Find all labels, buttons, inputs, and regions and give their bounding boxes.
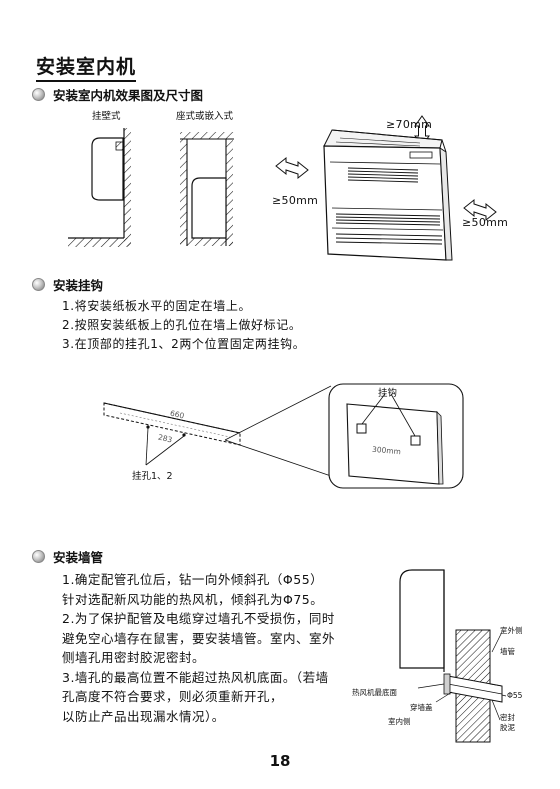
display-panel xyxy=(409,151,433,159)
hook-label: 挂钩 xyxy=(378,388,398,399)
page-title: 安装室内机 xyxy=(36,52,137,82)
magnified-detail xyxy=(224,383,464,489)
label-seal-1: 密封 xyxy=(500,713,515,722)
section-heading-hooks: 安装挂钩 xyxy=(32,275,103,294)
caption-wall-mounted: 挂壁式 xyxy=(92,111,121,122)
pipe-line-6: 3.墙孔的最高位置不能超过热风机底面。（若墙 xyxy=(62,669,329,685)
hook-step-3: 3.在顶部的挂孔1、2两个位置固定两挂钩。 xyxy=(62,337,306,351)
label-wall-cover: 穿墙盖 xyxy=(410,703,433,712)
clearance-arrow-right xyxy=(463,198,497,222)
unit-body xyxy=(323,129,453,261)
section-heading-text: 安装室内机效果图及尺寸图 xyxy=(53,88,204,103)
pipe-line-2: 针对选配新风功能的热风机，倾斜孔为Φ75。 xyxy=(62,591,324,607)
label-wall-pipe: 墙管 xyxy=(500,647,515,656)
hook-step-2: 2.按照安装纸板上的孔位在墙上做好标记。 xyxy=(62,318,302,332)
pipe-line-1: 1.确定配管孔位后，钻一向外倾斜孔（Φ55） xyxy=(62,572,324,587)
pipe-line-8: 以防止产品出现漏水情况）。 xyxy=(62,708,225,724)
wall-pipe-diagram xyxy=(399,569,507,743)
pipe-line-7: 孔高度不符合要求，则必须重新开孔， xyxy=(62,689,284,704)
label-seal-2: 胶泥 xyxy=(500,723,515,732)
indoor-unit-3d-drawing xyxy=(275,115,497,261)
pipe-line-3: 2.为了保护配管及电缆穿过墙孔不受损伤，同时 xyxy=(62,611,335,626)
bullet-icon xyxy=(32,550,45,563)
label-unit-bottom: 热风机最底面 xyxy=(352,688,397,697)
pipe-line-4: 避免空心墙存在鼠害，要安装墙管。室内、室外 xyxy=(62,630,336,646)
section-heading-text: 安装墙管 xyxy=(53,550,104,565)
bullet-icon xyxy=(32,278,45,291)
hook-step-1: 1.将安装纸板水平的固定在墙上。 xyxy=(62,299,252,313)
lower-grille xyxy=(335,213,443,245)
wall-pipe-sleeve xyxy=(443,673,503,703)
label-indoor-side: 室内侧 xyxy=(388,717,411,726)
pipe-line-5: 侧墙孔用密封胶泥密封。 xyxy=(62,650,206,665)
hanging-holes-label: 挂孔1、2 xyxy=(132,471,173,482)
clearance-top-label: ≥70mm xyxy=(386,118,433,131)
section-heading-indoor-unit: 安装室内机效果图及尺寸图 xyxy=(32,85,203,104)
floor-embedded-sketch xyxy=(180,132,234,246)
wall-mounted-sketch xyxy=(68,128,131,247)
clearance-right-label: ≥50mm xyxy=(462,216,509,229)
page-number: 18 xyxy=(269,752,291,770)
bullet-icon xyxy=(32,88,45,101)
label-outdoor-side: 室外侧 xyxy=(500,626,523,635)
upper-grille xyxy=(347,167,419,183)
section-heading-text: 安装挂钩 xyxy=(53,278,104,293)
label-diameter: Φ55 xyxy=(507,691,523,700)
caption-floor-embedded: 座式或嵌入式 xyxy=(176,111,234,122)
section-heading-wall-pipe: 安装墙管 xyxy=(32,547,103,566)
clearance-left-label: ≥50mm xyxy=(272,194,319,207)
clearance-arrow-left xyxy=(275,156,309,180)
